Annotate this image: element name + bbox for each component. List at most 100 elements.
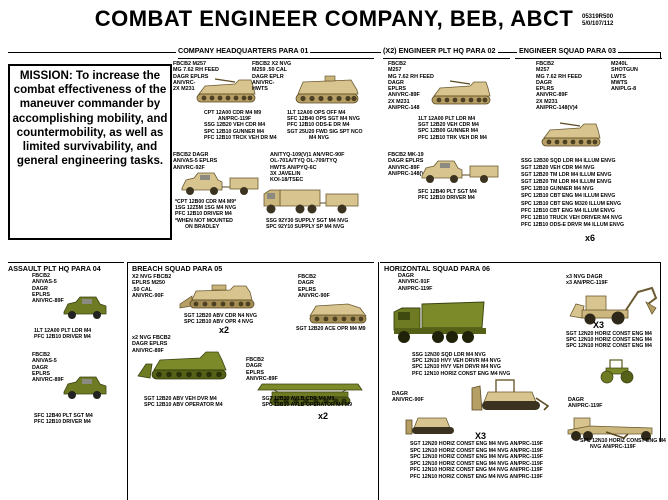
bulldozer-icon bbox=[471, 379, 550, 411]
list-item: AN/PRC-119F bbox=[568, 403, 603, 410]
list-item: FBCB2 bbox=[32, 352, 50, 358]
list-item: M257 bbox=[536, 67, 550, 74]
list-item: SPC 92Y10 SUPPLY SP M4 NVG bbox=[266, 224, 345, 231]
connector-line bbox=[178, 58, 374, 59]
list-item: HWTS bbox=[252, 86, 268, 93]
list-item: FBCB2 DAGR bbox=[173, 152, 209, 158]
list-item: SSG 92Y30 SUPPLY SGT M4 NVG bbox=[266, 218, 349, 224]
list-item: DAGR bbox=[568, 397, 584, 403]
list-item: 1LT 12A00 PLT LDR M4 bbox=[418, 116, 476, 122]
list-item: DAGR EPLR bbox=[252, 73, 284, 80]
list-item: DAGR bbox=[398, 273, 414, 279]
list-item: SGT 12B20 ABV CDR N4 NVG bbox=[184, 313, 258, 319]
document-id-line: 5/0/107/112 bbox=[582, 21, 614, 27]
list-item: SGT 12B20 VEH CDR M4 bbox=[418, 122, 479, 129]
list-item: EPLRS bbox=[246, 369, 264, 376]
list-item: SPC 12N10 HORIZ CONST ENG M4 NVG AN/PRC-… bbox=[410, 454, 543, 461]
motor-grader-icon bbox=[567, 417, 653, 441]
list-item: PFC 12B10 ODS-E DRVR M4 ILLUM ENVG bbox=[521, 221, 625, 228]
list-item: SGT 12B20 ACE OPR M4 M9 bbox=[296, 326, 366, 332]
cargo-truck-with-trailer-icon bbox=[263, 189, 359, 214]
connector-line bbox=[8, 262, 124, 263]
bridge-launcher-vehicle-icon bbox=[257, 383, 363, 406]
list-item: SPC 12N10 HORIZ CONST ENG M4 NVG AN/PRC-… bbox=[410, 447, 543, 454]
personnel-list: SGT 12B20 ACE OPR M4 M9 bbox=[296, 326, 366, 332]
list-item: EPLRS bbox=[32, 291, 50, 298]
list-item: FBCB2 MK-19 bbox=[388, 152, 424, 158]
list-item: FBCB2 bbox=[298, 274, 316, 280]
list-item: DAGR EPLRS bbox=[132, 341, 168, 348]
list-item: M257 bbox=[388, 67, 402, 74]
list-item: AN/PRC-119F bbox=[398, 285, 433, 292]
connector-line bbox=[515, 58, 662, 59]
small-dozer-icon bbox=[405, 417, 454, 435]
list-item: EPLRS bbox=[388, 86, 406, 93]
list-item: EPLRS bbox=[536, 86, 554, 93]
list-item: FBCB2 M257 bbox=[173, 61, 206, 67]
list-item: 1LT 12A00 PLT LDR M4 bbox=[34, 328, 92, 334]
list-item: SPC 12B10 CBT ENG M4 ILLUM ENVG bbox=[521, 193, 616, 200]
list-item: DAGR EPLRS bbox=[388, 158, 424, 165]
list-item: AN/VRC-89F bbox=[32, 377, 64, 384]
list-item: SGT 12B20 VEH CDR M4 NVG bbox=[521, 165, 595, 172]
multiplier-label: X3 bbox=[593, 320, 605, 330]
list-item: SGT 12N20 HORIZ CONST ENG M4 NVG AN/PRC-… bbox=[410, 441, 543, 447]
list-item: EPLRS M250 bbox=[132, 280, 165, 287]
list-item: HWTS AN/PYQ-6C bbox=[270, 164, 317, 171]
list-item: SPC 12N10 HORIZ CONST ENG M4 bbox=[566, 343, 652, 350]
list-item: FBCB2 bbox=[388, 61, 406, 67]
list-item: SPC 12B10 GUNNER M4 NVG bbox=[521, 186, 594, 193]
multiplier-label: x2 bbox=[219, 325, 230, 335]
list-item: DAGR EPLRS bbox=[173, 73, 209, 80]
list-item: MG 7.62 RH FEED bbox=[173, 67, 219, 74]
m113-carrier-icon bbox=[295, 75, 359, 104]
list-item: PFC 12N10 HORIZ CONST ENG M4 NVG AN/PRC-… bbox=[410, 473, 543, 480]
list-item: PFC 12B10 DRIVER M4 bbox=[34, 334, 91, 341]
list-item: AN/VRC-91F bbox=[398, 279, 430, 286]
hmmwv-with-trailer-icon bbox=[421, 160, 499, 183]
list-item: AN/PRC-148(V)4 bbox=[388, 170, 430, 177]
list-item: AN/VRC-92F bbox=[173, 164, 205, 171]
bradley-vehicle-icon bbox=[431, 80, 491, 105]
backhoe-loader-icon bbox=[569, 286, 658, 325]
list-item: DAGR bbox=[298, 280, 314, 287]
list-item: AN/VRC- bbox=[173, 79, 196, 86]
connector-line bbox=[378, 262, 379, 500]
document-id-line: 05319R500 bbox=[582, 14, 614, 20]
list-item: x3 NVG DAGR bbox=[566, 274, 603, 280]
list-item: SPC 12B00 GUNNER M4 bbox=[418, 128, 478, 135]
list-item: SPC 12B10 ABV OPR 4 NVG bbox=[184, 319, 254, 326]
list-item: FBCB2 bbox=[536, 61, 554, 67]
list-item: SPC 12N10 HVY VEH DRVR M4 NVG bbox=[412, 364, 501, 371]
document-id: 05319R500 5/0/107/112 bbox=[582, 14, 613, 28]
list-item: *CPT 12B00 CDR M4 M9* bbox=[175, 199, 237, 205]
list-item: PFC 12B10 TRCK VEH DR M4 bbox=[204, 134, 277, 141]
list-item: EPLRS bbox=[32, 370, 50, 377]
list-item: FBCB2 bbox=[246, 357, 264, 363]
list-item: AN/VRC-90F bbox=[392, 397, 424, 404]
list-item: SGT 12B20 AVLB CDR M4 M9 bbox=[262, 396, 335, 402]
section-header-breach-squad: BREACH SQUAD PARA 05 bbox=[132, 264, 223, 273]
list-item: MG 7.62 RH FEED bbox=[388, 73, 434, 80]
list-item: SPC 12N10 HVY VEH DRVR M4 NVG bbox=[412, 358, 501, 365]
list-item: PFC 12N10 HORIZ CONST ENG M4 NVG AN/PRC-… bbox=[410, 467, 543, 474]
list-item: PFC 12B10 DRIVER M4 bbox=[175, 211, 232, 218]
